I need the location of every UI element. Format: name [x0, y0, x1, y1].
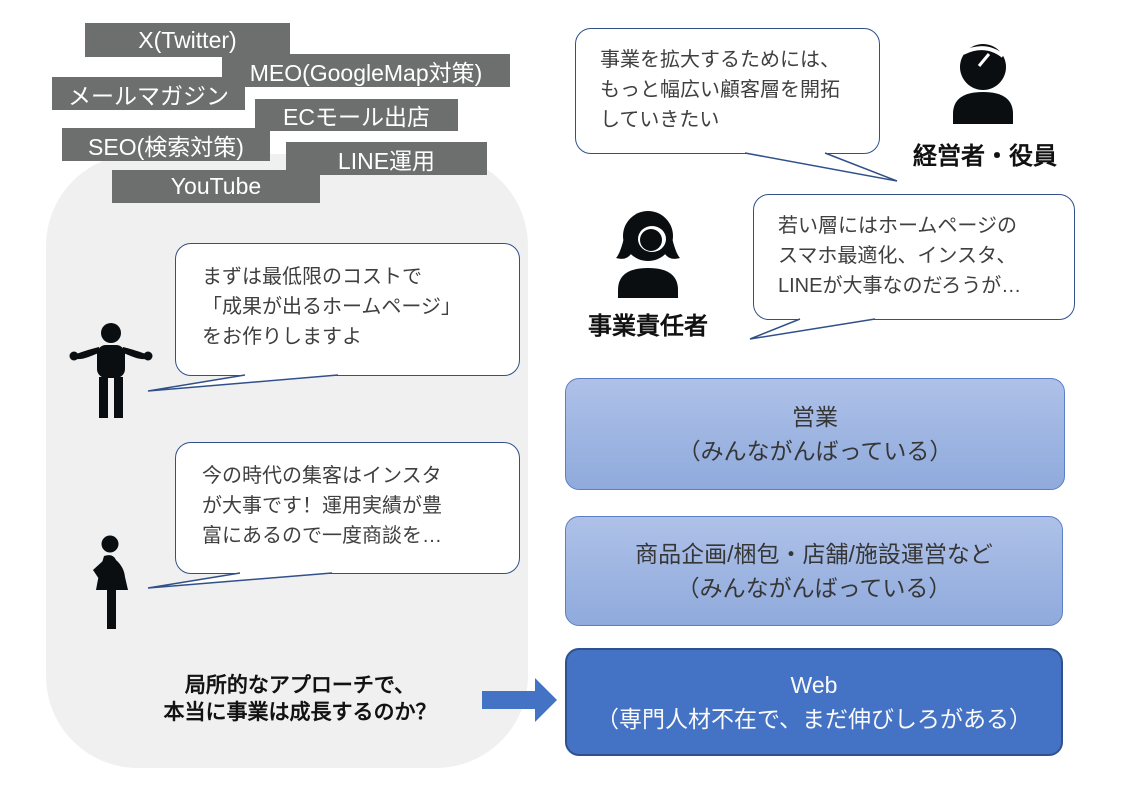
executive-label: 経営者・役員 — [913, 143, 1057, 170]
bubble-line: 事業を拡大するためには、 — [600, 49, 840, 71]
bubble-line: LINEが大事なのだろうが… — [778, 275, 1022, 297]
manager-label: 事業責任者 — [588, 313, 708, 340]
box-line: （専門人材不在で、まだ伸びしろがある） — [595, 706, 1033, 732]
tag-label: LINE運用 — [337, 147, 436, 174]
tag-seo: SEO(検索対策) — [62, 128, 270, 161]
department-box-operations: 商品企画/梱包・店舗/施設運営など （みんながんばっている） — [565, 516, 1063, 626]
bubble-tail — [744, 152, 898, 182]
bubble-line: をお作りしますよ — [202, 326, 362, 348]
businesswoman-bust-icon — [616, 211, 680, 298]
standing-woman-icon — [93, 535, 128, 629]
box-line: Web — [790, 672, 838, 698]
tag-youtube: YouTube — [112, 170, 320, 203]
tag-label: MEO(GoogleMap対策) — [249, 59, 483, 86]
bubble-line: が大事です！運用実績が豊 — [202, 495, 442, 517]
tag-mail-magazine: メールマガジン — [52, 77, 245, 110]
tag-x-twitter: X(Twitter) — [85, 23, 290, 57]
tag-label: X(Twitter) — [138, 26, 237, 53]
department-box-sales: 営業 （みんながんばっている） — [565, 378, 1065, 490]
tag-label: YouTube — [170, 173, 262, 199]
bubble-tail — [749, 318, 876, 340]
executive-bubble: 事業を拡大するためには、 もっと幅広い顧客層を開拓 していきたい — [575, 28, 880, 154]
tag-line: LINE運用 — [286, 142, 487, 175]
box-line: 営業 — [792, 404, 838, 430]
businessman-bust-icon — [953, 44, 1013, 124]
bubble-line: していきたい — [600, 109, 720, 131]
bubble-tail — [147, 572, 333, 589]
tag-meo: MEO(GoogleMap対策) — [222, 54, 510, 87]
box-line: （みんながんばっている） — [677, 438, 953, 464]
department-box-web: Web （専門人材不在で、まだ伸びしろがある） — [565, 648, 1063, 756]
bubble-line: 若い層にはホームページの — [778, 215, 1017, 237]
question-text: 局所的なアプローチで、 本当に事業は成長するのか？ — [100, 672, 500, 726]
bubble-line: まずは最低限のコストで — [202, 266, 422, 288]
question-line: 本当に事業は成長するのか？ — [163, 701, 437, 724]
vendor-pitch-bubble-1: まずは最低限のコストで 「成果が出るホームページ」 をお作りしますよ — [175, 243, 520, 376]
bubble-line: スマホ最適化、インスタ、 — [778, 245, 1017, 267]
bubble-line: 「成果が出るホームページ」 — [202, 296, 461, 318]
shrugging-man-icon — [69, 323, 153, 418]
box-line: （みんながんばっている） — [676, 575, 952, 601]
vendor-pitch-bubble-2: 今の時代の集客はインスタ が大事です！運用実績が豊 富にあるので一度商談を… — [175, 442, 520, 574]
manager-bubble: 若い層にはホームページの スマホ最適化、インスタ、 LINEが大事なのだろうが… — [753, 194, 1075, 320]
tag-ec-mall: ECモール出店 — [255, 99, 458, 131]
bubble-line: 富にあるので一度商談を… — [202, 525, 442, 547]
bubble-tail — [147, 374, 339, 392]
bubble-line: 今の時代の集客はインスタ — [202, 465, 442, 487]
bubble-line: もっと幅広い顧客層を開拓 — [600, 79, 840, 101]
tag-label: SEO(検索対策) — [88, 133, 244, 160]
box-line: 商品企画/梱包・店舗/施設運営など — [635, 541, 993, 567]
right-arrow-icon — [482, 678, 557, 722]
question-line: 局所的なアプローチで、 — [184, 674, 416, 697]
tag-label: メールマガジン — [68, 82, 229, 109]
tag-label: ECモール出店 — [283, 104, 430, 130]
